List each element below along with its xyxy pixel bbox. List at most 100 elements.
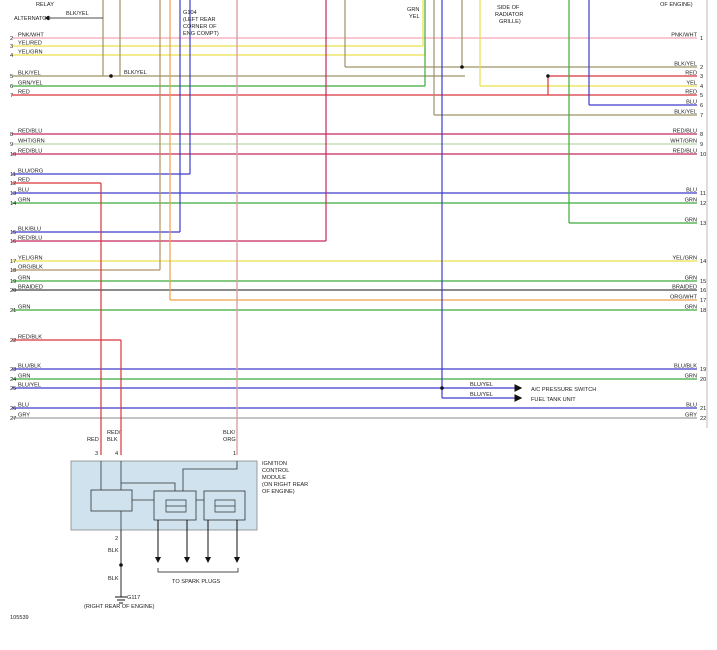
left-pin-label: GRN — [18, 198, 30, 204]
ground-id: G117 — [127, 595, 140, 601]
right-pin-label: BLU — [686, 188, 697, 194]
left-pin-number: 23 — [10, 367, 16, 373]
left-pin-number: 13 — [10, 191, 16, 197]
ground-wire-1: BLK — [108, 548, 119, 554]
right-pin-number: 7 — [700, 113, 703, 119]
right-pin-number: 16 — [700, 288, 706, 294]
left-pin-number: 26 — [10, 406, 16, 412]
left-pin-label: YEL/GRN — [18, 256, 43, 262]
left-pin-label: BLU — [18, 403, 29, 409]
spark-plug-outputs — [155, 520, 240, 563]
right-pin-label: GRN — [685, 374, 697, 380]
ground-symbol — [115, 596, 127, 604]
left-pin-number: 24 — [10, 377, 16, 383]
left-pin-number: 27 — [10, 416, 16, 422]
left-connector-labels: 2PNK/WHT3YEL/RED4YEL/GRN5BLK/YEL6GRN/YEL… — [10, 33, 45, 423]
right-pin-number: 21 — [700, 406, 706, 412]
right-pin-number: 12 — [700, 201, 706, 207]
module-title-2: CONTROL — [262, 468, 289, 474]
left-pin-label: RED/BLK — [18, 335, 42, 341]
left-pin-number: 11 — [10, 172, 16, 178]
right-pin-label: YEL — [686, 81, 697, 87]
left-pin-label: GRN/YEL — [18, 81, 43, 87]
pin2-num: 2 — [115, 536, 118, 542]
left-pin-label: BLU/ORG — [18, 169, 43, 175]
left-pin-number: 2 — [10, 36, 13, 42]
left-pin-number: 15 — [10, 230, 16, 236]
left-pin-label: PNK/WHT — [18, 33, 44, 39]
module-title-1: IGNITION — [262, 461, 287, 467]
left-pin-number: 14 — [10, 201, 16, 207]
right-connector-labels: PNK/WHT1BLK/YEL2RED3YEL4RED5BLU6BLK/YEL7… — [670, 33, 706, 423]
pin1-num: 1 — [233, 451, 236, 457]
pin3-num: 3 — [95, 451, 98, 457]
g104-line4: ENG COMPT) — [183, 31, 219, 37]
left-pin-label: ORG/BLK — [18, 265, 43, 271]
pin3-wire: RED — [87, 437, 99, 443]
right-pin-label: RED — [685, 71, 697, 77]
left-pin-label: BLU/YEL — [18, 383, 41, 389]
right-pin-label: PNK/WHT — [671, 33, 697, 39]
left-pin-number: 22 — [10, 338, 16, 344]
left-pin-label: BLK/BLU — [18, 227, 41, 233]
left-pin-number: 18 — [10, 268, 16, 274]
right-pin-number: 20 — [700, 377, 706, 383]
left-pin-number: 17 — [10, 259, 16, 265]
figure-id: 105539 — [10, 615, 29, 621]
right-pin-label: WHT/GRN — [670, 139, 697, 145]
left-pin-number: 6 — [10, 84, 13, 90]
right-pin-label: BLU/BLK — [674, 364, 697, 370]
right-pin-label: BLK/YEL — [674, 110, 697, 116]
right-pin-label: BLK/YEL — [674, 62, 697, 68]
right-pin-label: GRY — [685, 413, 697, 419]
left-pin-label: BLK/YEL — [18, 71, 41, 77]
right-pin-number: 19 — [700, 367, 706, 373]
left-pin-number: 7 — [10, 93, 13, 99]
left-pin-number: 21 — [10, 308, 16, 314]
left-pin-label: BLU/BLK — [18, 364, 41, 370]
left-pin-label: WHT/GRN — [18, 139, 45, 145]
left-pin-number: 16 — [10, 239, 16, 245]
branch-wire-2: BLU/YEL — [470, 392, 493, 398]
right-pin-label: RED/BLU — [673, 149, 697, 155]
right-pin-number: 17 — [700, 298, 706, 304]
left-pin-label: GRN — [18, 276, 30, 282]
g104-line2: (LEFT REAR — [183, 17, 216, 23]
left-pin-number: 8 — [10, 132, 13, 138]
module-block — [90, 489, 133, 512]
left-pin-label: GRN — [18, 305, 30, 311]
pin4-num: 4 — [115, 451, 118, 457]
ground-wire-2: BLK — [108, 576, 119, 582]
pin4-wire-1: RED/ — [107, 430, 121, 436]
right-pin-label: GRN — [685, 305, 697, 311]
left-pin-label: BRAIDED — [18, 285, 43, 291]
header-of-engine: OF ENGINE) — [660, 2, 693, 8]
pin4-wire-2: BLK — [107, 437, 118, 443]
right-pin-label: BRAIDED — [672, 285, 697, 291]
right-pin-number: 11 — [700, 191, 706, 197]
radiator-line3: GRILLE) — [499, 19, 521, 25]
right-pin-label: RED/BLU — [673, 129, 697, 135]
module-internal-wiring — [100, 461, 238, 530]
ground-location: (RIGHT REAR OF ENGINE) — [84, 604, 155, 610]
left-pin-label: RED/BLU — [18, 149, 42, 155]
g104-line3: CORNER OF — [183, 24, 217, 30]
left-pin-number: 3 — [10, 44, 13, 50]
radiator-line2: RADIATOR — [495, 12, 523, 18]
right-pin-label: GRN — [685, 198, 697, 204]
left-pin-label: GRN — [18, 374, 30, 380]
right-pin-label: GRN — [685, 276, 697, 282]
coil-2 — [214, 499, 236, 513]
ignition-module — [70, 460, 258, 531]
left-pin-number: 9 — [10, 142, 13, 148]
spark-label: TO SPARK PLUGS — [172, 579, 221, 585]
header-yel: YEL — [409, 14, 420, 20]
module-title-4: (ON RIGHT REAR — [262, 482, 308, 488]
right-pin-number: 2 — [700, 65, 703, 71]
splice-alt — [109, 74, 113, 78]
left-pin-label: BLU — [18, 188, 29, 194]
right-pin-number: 10 — [700, 152, 706, 158]
left-pin-number: 20 — [10, 288, 16, 294]
left-pin-number: 19 — [10, 279, 16, 285]
radiator-line1: SIDE OF — [497, 5, 520, 11]
